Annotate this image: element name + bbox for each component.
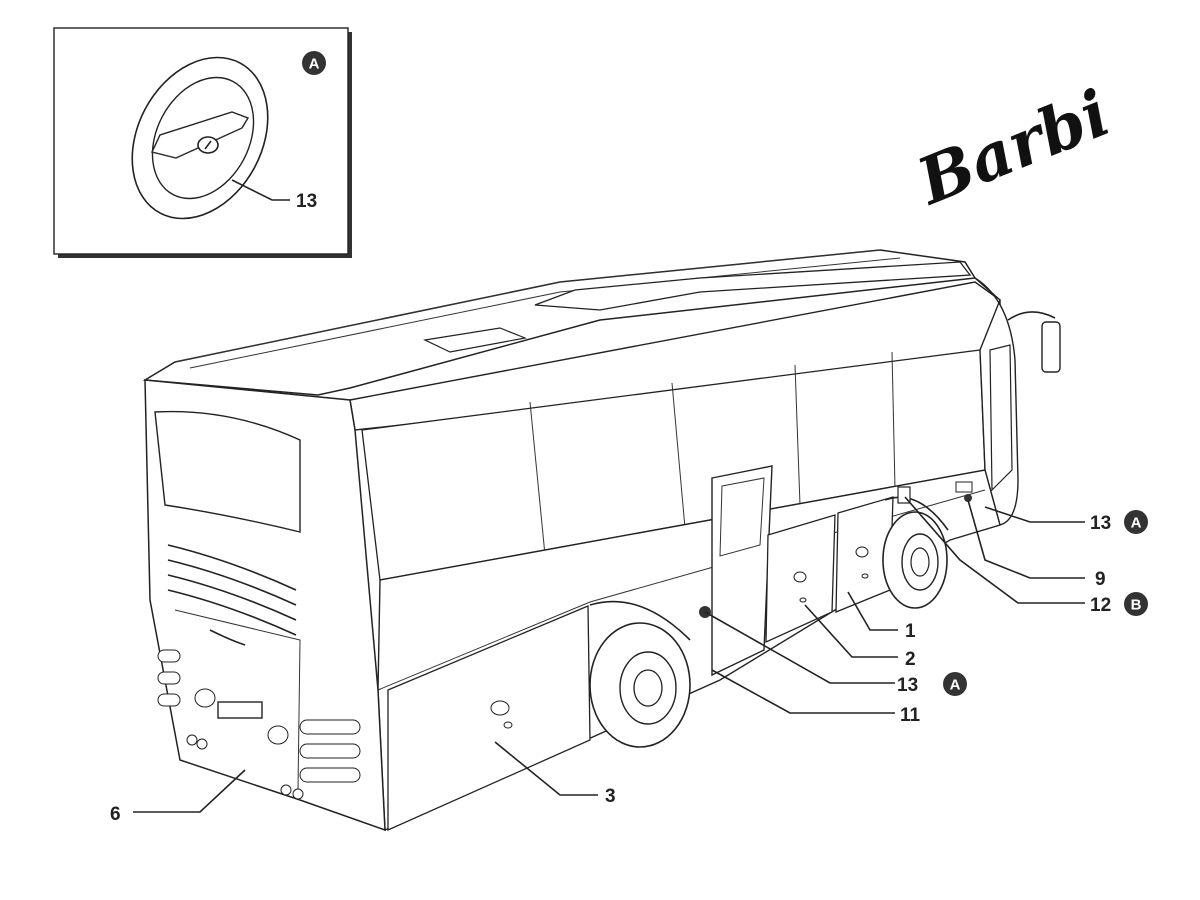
license-plate — [217, 701, 263, 719]
roof-ac-unit — [534, 261, 972, 311]
svg-text:A: A — [950, 677, 961, 694]
svg-text:13: 13 — [1090, 513, 1111, 534]
svg-text:A: A — [1131, 515, 1142, 532]
svg-text:13: 13 — [897, 675, 918, 696]
component-9 — [964, 494, 972, 502]
callout-6: 6 — [110, 769, 246, 825]
svg-text:2: 2 — [905, 649, 916, 670]
inset-detail-a: 13 A — [53, 27, 352, 258]
svg-text:3: 3 — [605, 786, 616, 807]
callout-2: 2 — [804, 604, 916, 670]
rear-window — [154, 410, 301, 533]
front-fuel-flap — [955, 481, 973, 493]
door-handles — [490, 546, 869, 729]
svg-text:12: 12 — [1090, 595, 1111, 616]
callout-13a-front: 13 A — [984, 506, 1148, 534]
callout-12b: 12 B — [904, 496, 1148, 616]
svg-text:6: 6 — [110, 804, 121, 825]
svg-text:9: 9 — [1095, 569, 1106, 590]
rear-lights — [157, 649, 361, 800]
side-mirror — [1007, 311, 1061, 373]
inset-badge: A — [302, 51, 326, 75]
fuel-cap-icon — [131, 56, 269, 220]
middle-door — [711, 465, 773, 677]
badge-a-icon — [943, 672, 967, 696]
roof-hatch — [423, 327, 528, 353]
brand-wordmark: Barbi — [906, 76, 1120, 221]
coach-bus — [142, 249, 1061, 832]
inset-label: 13 — [296, 191, 317, 212]
rear-grille — [167, 544, 297, 636]
callout-9: 9 — [967, 499, 1106, 590]
front-door-window — [989, 344, 1013, 492]
callout-1: 1 — [847, 591, 916, 642]
badge-b-icon — [1124, 592, 1148, 616]
brand-logo: Barbi — [906, 76, 1120, 221]
inset-leader-line — [231, 179, 290, 201]
front-wheel — [882, 496, 949, 609]
badge-a-icon — [1124, 510, 1148, 534]
svg-text:B: B — [1131, 597, 1142, 614]
callout-3: 3 — [494, 741, 616, 807]
svg-text:A: A — [309, 56, 320, 73]
callout-13a-mid: 13 A — [704, 611, 967, 696]
rear-badge — [209, 629, 246, 646]
rear-wheel — [589, 600, 691, 748]
callouts: 13 A 9 12 B 1 2 13 A — [110, 496, 1148, 825]
svg-text:1: 1 — [905, 621, 916, 642]
svg-text:11: 11 — [900, 705, 921, 726]
luggage-door-3 — [387, 605, 591, 832]
callout-11: 11 — [711, 669, 921, 726]
